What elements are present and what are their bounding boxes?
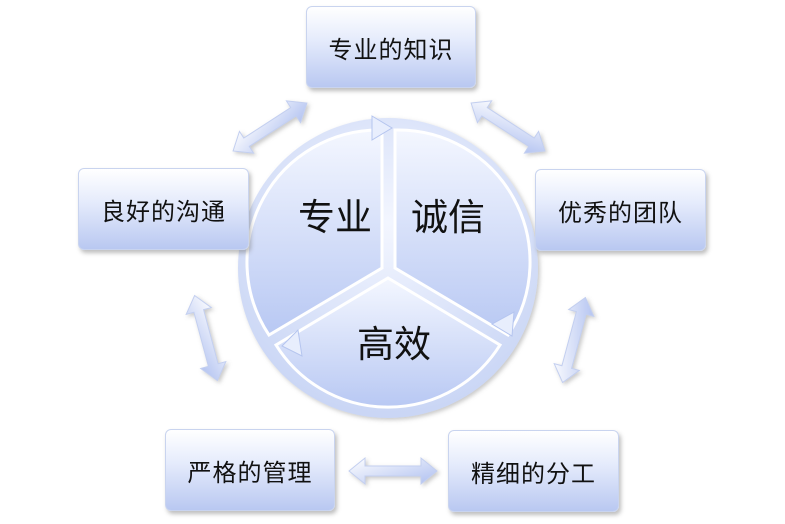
- box-professional-knowledge: 专业的知识: [306, 6, 476, 88]
- connector-arrow-right: [553, 296, 595, 384]
- box-excellent-team: 优秀的团队: [535, 169, 706, 251]
- cycle-arrowhead-left: [281, 328, 303, 357]
- segment-label-professional: 专业: [298, 196, 372, 239]
- connector-arrow-left: [185, 294, 227, 382]
- segment-label-efficiency: 高效: [357, 323, 431, 366]
- cycle-arrowhead-top: [371, 115, 393, 141]
- center-segment-integrity: [393, 128, 532, 338]
- connector-arrow-top-right: [470, 100, 546, 154]
- center-cycle: [238, 115, 538, 418]
- center-segment-professional: [245, 128, 384, 338]
- connector-arrow-bottom: [348, 456, 438, 486]
- box-strict-management: 严格的管理: [165, 429, 335, 511]
- box-good-communication: 良好的沟通: [78, 168, 249, 250]
- center-segment-efficiency: [273, 276, 503, 409]
- box-fine-division: 精细的分工: [448, 430, 619, 512]
- cycle-arrowhead-right: [490, 311, 515, 337]
- segment-label-integrity: 诚信: [411, 196, 485, 239]
- connector-arrow-top-left: [232, 100, 308, 154]
